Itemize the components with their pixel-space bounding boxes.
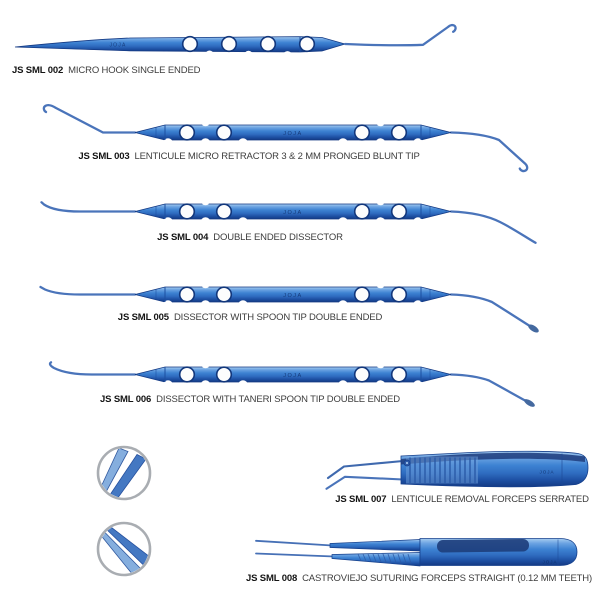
product-name: CASTROVIEJO SUTURING FORCEPS STRAIGHT (0… [302, 573, 593, 584]
magnifier-circle-2 [96, 521, 152, 577]
product-name: DOUBLE ENDED DISSECTOR [213, 232, 343, 243]
product-name: LENTICULE MICRO RETRACTOR 3 & 2 MM PRONG… [134, 151, 420, 162]
product-label-js-sml-002: JS SML 002 MICRO HOOK SINGLE ENDED [12, 65, 201, 76]
product-code: JS SML 004 [157, 232, 209, 243]
instrument-js-sml-007: JOJA [325, 450, 589, 490]
product-name: DISSECTOR WITH SPOON TIP DOUBLE ENDED [173, 312, 383, 323]
dissector-tip-right [449, 210, 537, 244]
product-label-js-sml-003: JS SML 003 LENTICULE MICRO RETRACTOR 3 & … [78, 151, 419, 162]
forceps-tip-upper [255, 539, 333, 547]
instrument-js-sml-005 [39, 279, 539, 333]
instrument-js-sml-004 [40, 196, 537, 244]
serration-lines [409, 457, 476, 483]
product-code: JS SML 006 [100, 394, 152, 405]
spoon-blade [528, 324, 539, 333]
magnifier-circle-1 [96, 445, 152, 501]
engraving-text: JOJA [539, 470, 554, 475]
instrument-js-sml-003 [42, 104, 529, 173]
forceps-arm-lower [325, 475, 405, 490]
engraving-text: JOJA [542, 560, 557, 565]
taneri-tip-left [48, 361, 137, 376]
tapered-handle [14, 36, 347, 53]
product-code: JS SML 002 [12, 65, 64, 76]
forceps-arm-upper [326, 459, 405, 480]
product-label-js-sml-007: JS SML 007 LENTICULE REMOVAL FORCEPS SERR… [335, 494, 589, 505]
dissector-tip-left [40, 201, 137, 213]
handle-holes [181, 35, 316, 53]
product-label-js-sml-006: JS SML 006 DISSECTOR WITH TANERI SPOON TI… [100, 394, 400, 405]
navy-sweep [401, 452, 585, 465]
spoon-blade [524, 399, 535, 407]
instrument-js-sml-008: JOJA [255, 538, 578, 567]
product-code: JS SML 003 [78, 151, 130, 162]
taneri-tip-right [449, 373, 527, 402]
product-name: DISSECTOR WITH TANERI SPOON TIP DOUBLE E… [156, 394, 400, 405]
engraving-text: JOJA [109, 43, 126, 49]
spoon-tip-right [449, 293, 531, 327]
product-code: JS SML 007 [335, 494, 387, 505]
tying-platform-hatch [357, 553, 412, 564]
instrument-js-sml-002: JOJA [14, 23, 457, 61]
forceps-tip-zoom-icon [99, 448, 147, 498]
product-label-js-sml-008: JS SML 008 CASTROVIEJO SUTURING FORCEPS S… [246, 573, 592, 584]
pronged-tip-left [42, 104, 137, 134]
navy-band [437, 538, 530, 553]
serrated-grip [406, 456, 478, 484]
spoon-tip-left [39, 285, 137, 296]
forceps-tip-lower [255, 552, 335, 558]
product-name: MICRO HOOK SINGLE ENDED [68, 65, 201, 76]
product-label-js-sml-005: JS SML 005 DISSECTOR WITH SPOON TIP DOUBL… [117, 312, 383, 323]
micro-hook-tip [343, 23, 457, 47]
product-label-js-sml-004: JS SML 004 DOUBLE ENDED DISSECTOR [157, 232, 343, 243]
forceps-arm-lower [331, 552, 421, 567]
instrument-js-sml-006 [48, 359, 535, 407]
product-name: LENTICULE REMOVAL FORCEPS SERRATED [391, 494, 589, 505]
product-code: JS SML 008 [245, 573, 298, 584]
pronged-tip-right [449, 131, 529, 173]
forceps-arm-upper [329, 539, 421, 552]
product-code: JS SML 005 [117, 312, 169, 323]
